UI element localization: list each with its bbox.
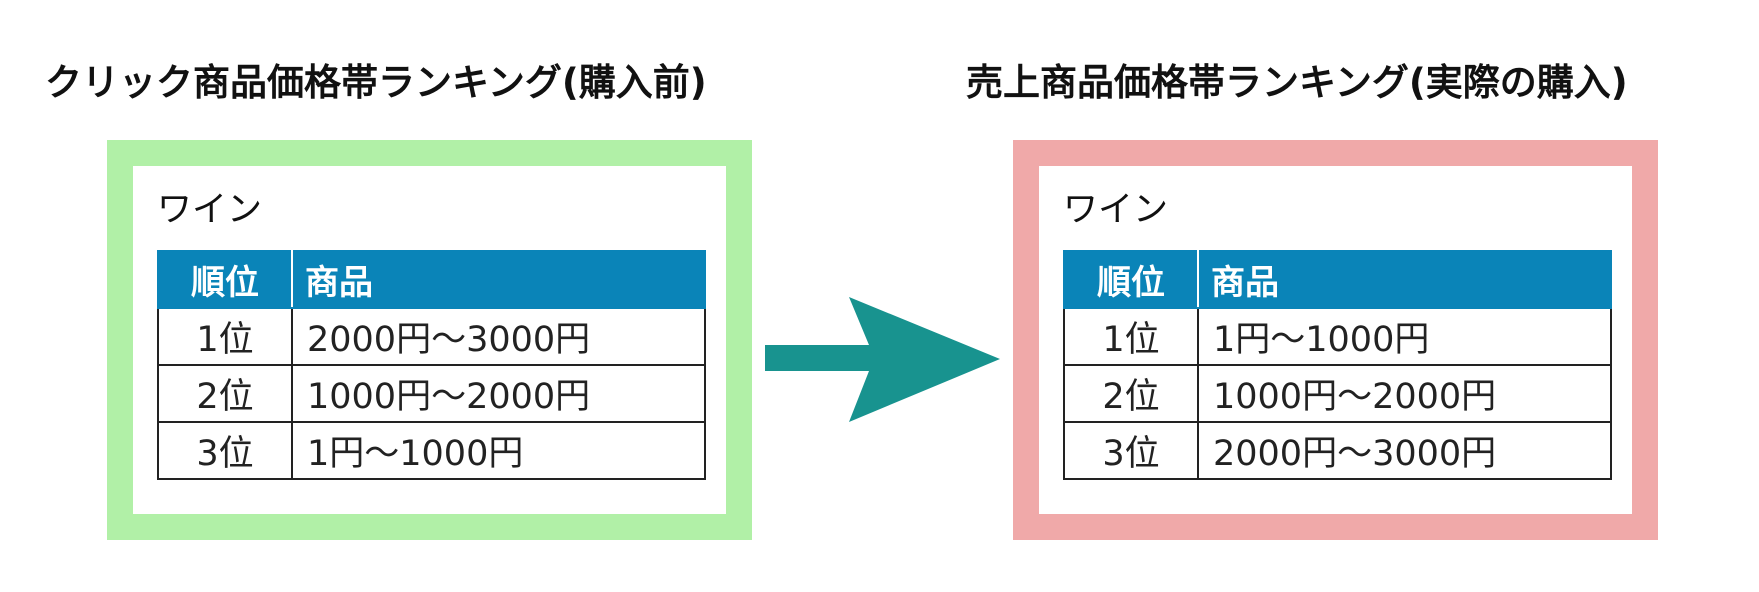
price-range-cell: 1000円〜2000円 bbox=[1197, 364, 1612, 423]
click-ranking-panel: ワイン 順位 商品 1位 2000円〜3000円 2位 1000円〜2000円 bbox=[107, 140, 752, 540]
category-label: ワイン bbox=[1063, 190, 1169, 230]
rank-cell: 1位 bbox=[157, 307, 293, 366]
category-label: ワイン bbox=[157, 190, 263, 230]
table-row: 3位 2000円〜3000円 bbox=[1063, 421, 1612, 480]
table-header-row: 順位 商品 bbox=[157, 250, 706, 309]
click-ranking-table: 順位 商品 1位 2000円〜3000円 2位 1000円〜2000円 3位 1… bbox=[157, 250, 706, 480]
column-header-item: 商品 bbox=[291, 250, 706, 309]
price-range-cell: 1円〜1000円 bbox=[1197, 307, 1612, 366]
column-header-item: 商品 bbox=[1197, 250, 1612, 309]
sales-ranking-table: 順位 商品 1位 1円〜1000円 2位 1000円〜2000円 3位 2000… bbox=[1063, 250, 1612, 480]
sales-ranking-panel-body: ワイン 順位 商品 1位 1円〜1000円 2位 1000円〜2000円 bbox=[1039, 166, 1632, 514]
arrow-right-icon bbox=[765, 297, 1000, 422]
sales-ranking-panel: ワイン 順位 商品 1位 1円〜1000円 2位 1000円〜2000円 bbox=[1013, 140, 1658, 540]
price-range-cell: 2000円〜3000円 bbox=[291, 307, 706, 366]
left-heading: クリック商品価格帯ランキング(購入前) bbox=[45, 61, 707, 104]
price-range-cell: 2000円〜3000円 bbox=[1197, 421, 1612, 480]
click-ranking-panel-body: ワイン 順位 商品 1位 2000円〜3000円 2位 1000円〜2000円 bbox=[133, 166, 726, 514]
column-header-rank: 順位 bbox=[1063, 250, 1199, 309]
rank-cell: 3位 bbox=[1063, 421, 1199, 480]
rank-cell: 2位 bbox=[1063, 364, 1199, 423]
rank-cell: 3位 bbox=[157, 421, 293, 480]
rank-cell: 2位 bbox=[157, 364, 293, 423]
rank-cell: 1位 bbox=[1063, 307, 1199, 366]
table-row: 1位 1円〜1000円 bbox=[1063, 307, 1612, 366]
price-range-cell: 1円〜1000円 bbox=[291, 421, 706, 480]
column-header-rank: 順位 bbox=[157, 250, 293, 309]
table-row: 2位 1000円〜2000円 bbox=[157, 364, 706, 423]
table-header-row: 順位 商品 bbox=[1063, 250, 1612, 309]
table-row: 2位 1000円〜2000円 bbox=[1063, 364, 1612, 423]
table-row: 1位 2000円〜3000円 bbox=[157, 307, 706, 366]
table-row: 3位 1円〜1000円 bbox=[157, 421, 706, 480]
right-heading: 売上商品価格帯ランキング(実際の購入) bbox=[966, 61, 1628, 104]
price-range-cell: 1000円〜2000円 bbox=[291, 364, 706, 423]
